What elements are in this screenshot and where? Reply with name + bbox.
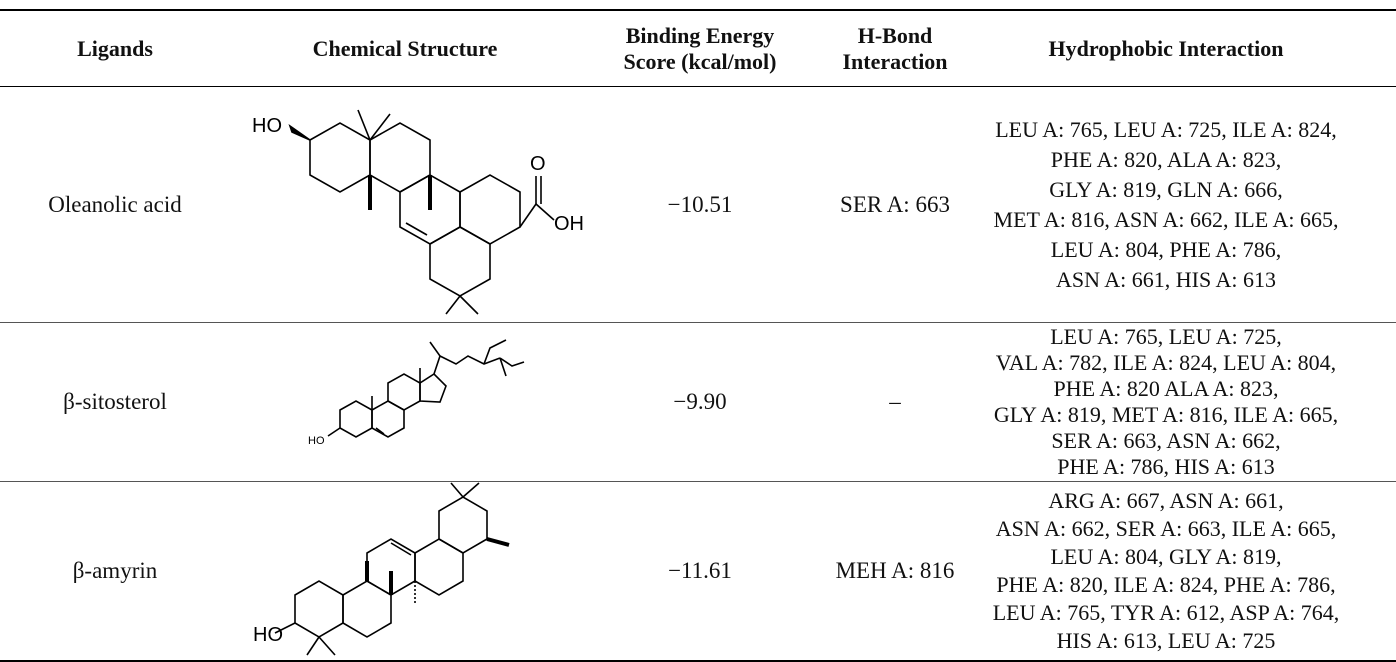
header-hbond-line1: H-Bond (857, 22, 933, 48)
h-bond-value: SER A: 663 (840, 192, 950, 217)
hydrophobic-line: MET A: 816, ASN A: 662, ILE A: 665, (993, 206, 1339, 232)
ligand-name: β-sitosterol (63, 389, 167, 414)
binding-energy-cell: −11.61 (580, 482, 820, 659)
carbonyl-o-label: O (530, 153, 546, 175)
beta-amyrin-structure: HO (253, 482, 510, 656)
hydrophobic-line: LEU A: 804, GLY A: 819, (1050, 543, 1282, 569)
hydrophobic-line: PHE A: 786, HIS A: 613 (1057, 453, 1275, 479)
hydrophobic-cell: LEU A: 765, LEU A: 725, VAL A: 782, ILE … (936, 323, 1396, 480)
h-bond-value: MEH A: 816 (835, 558, 955, 583)
binding-energy-cell: −9.90 (580, 323, 820, 480)
hydroxyl-label: HO (308, 435, 325, 447)
header-ligands: Ligands (0, 12, 230, 85)
hydrophobic-line: GLY A: 819, GLN A: 666, (1049, 176, 1283, 202)
header-ligands-label: Ligands (77, 35, 153, 61)
header-binding-line1: Binding Energy (625, 22, 775, 48)
table-top-rule (0, 9, 1396, 11)
hydrophobic-line: LEU A: 765, LEU A: 725, ILE A: 824, (995, 116, 1337, 142)
hydrophobic-line: HIS A: 613, LEU A: 725 (1056, 627, 1276, 653)
row-divider (0, 481, 1396, 482)
header-binding-energy: Binding Energy Score (kcal/mol) (580, 12, 820, 85)
h-bond-cell: SER A: 663 (820, 88, 970, 321)
hydroxyl-label: HO (252, 115, 282, 137)
header-structure: Chemical Structure (230, 12, 580, 85)
acid-oh-label: OH (554, 213, 584, 235)
hydrophobic-cell: LEU A: 765, LEU A: 725, ILE A: 824, PHE … (936, 88, 1396, 321)
header-hbond-line2: Interaction (842, 48, 948, 74)
hydrophobic-line: ARG A: 667, ASN A: 661, (1048, 487, 1284, 513)
hydrophobic-line: PHE A: 820 ALA A: 823, (1053, 375, 1279, 401)
binding-energy-cell: −10.51 (580, 88, 820, 321)
header-h-bond: H-Bond Interaction (820, 12, 970, 85)
table-bottom-rule (0, 660, 1396, 662)
ligand-name: Oleanolic acid (48, 192, 182, 217)
hydrophobic-line: PHE A: 820, ILE A: 824, PHE A: 786, (996, 571, 1336, 597)
ligand-name: β-amyrin (72, 558, 158, 583)
hydrophobic-line: GLY A: 819, MET A: 816, ILE A: 665, (993, 401, 1339, 427)
hydrophobic-line: LEU A: 804, PHE A: 786, (1050, 236, 1282, 262)
header-bottom-rule (0, 86, 1396, 87)
table-row-ligand: Oleanolic acid (0, 88, 230, 321)
row-divider (0, 322, 1396, 323)
hydrophobic-line: SER A: 663, ASN A: 662, (1051, 427, 1281, 453)
hydrophobic-line: LEU A: 765, TYR A: 612, ASP A: 764, (992, 599, 1340, 625)
oleanolic-acid-structure: HO O OH (252, 109, 584, 315)
binding-energy-value: −9.90 (673, 389, 727, 414)
hydrophobic-cell: ARG A: 667, ASN A: 661, ASN A: 662, SER … (936, 482, 1396, 659)
header-hydrophobic-label: Hydrophobic Interaction (1048, 35, 1284, 61)
header-hydrophobic: Hydrophobic Interaction (936, 12, 1396, 85)
hydrophobic-line: VAL A: 782, ILE A: 824, LEU A: 804, (995, 349, 1337, 375)
hydrophobic-line: ASN A: 661, HIS A: 613 (1055, 266, 1277, 292)
table-row-ligand: β-sitosterol (0, 323, 230, 480)
hydrophobic-line: PHE A: 820, ALA A: 823, (1050, 146, 1282, 172)
binding-energy-value: −11.61 (668, 558, 732, 583)
beta-sitosterol-structure: HO (308, 339, 525, 447)
binding-energy-value: −10.51 (667, 192, 733, 217)
header-structure-label: Chemical Structure (312, 35, 498, 61)
h-bond-value: – (889, 389, 901, 414)
hydroxyl-label: HO (253, 624, 283, 646)
table-row-ligand: β-amyrin (0, 482, 230, 659)
h-bond-cell: – (820, 323, 970, 480)
hydrophobic-line: LEU A: 765, LEU A: 725, (1050, 323, 1282, 349)
header-binding-line2: Score (kcal/mol) (623, 48, 777, 74)
h-bond-cell: MEH A: 816 (820, 482, 970, 659)
hydrophobic-line: ASN A: 662, SER A: 663, ILE A: 665, (995, 515, 1337, 541)
